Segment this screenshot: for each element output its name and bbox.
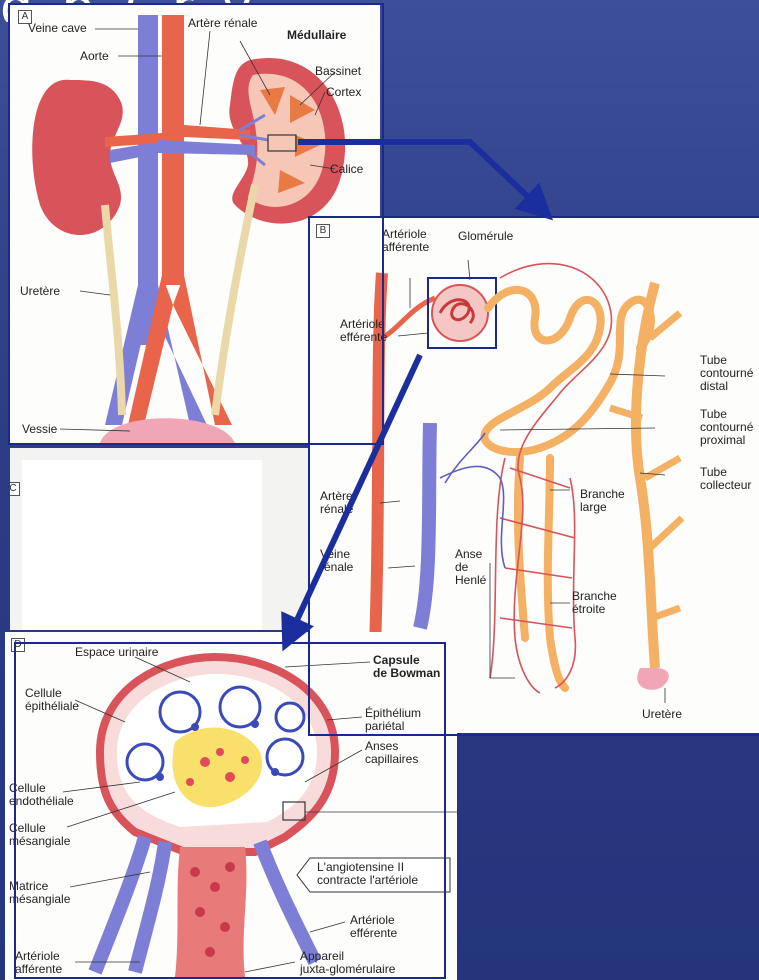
- label-glomerule: Glomérule: [458, 230, 513, 243]
- label-arteriole-afferente-b: Artériole afférente: [382, 228, 429, 254]
- label-anse-henle: Anse de Henlé: [455, 548, 486, 587]
- label-tube-distal: Tube contourné distal: [700, 354, 753, 393]
- label-vessie: Vessie: [22, 423, 57, 436]
- label-veine-cave: Veine cave: [28, 22, 87, 35]
- label-anses-capillaires: Anses capillaires: [365, 740, 418, 766]
- label-veine-renale: Veine rénale: [320, 548, 353, 574]
- label-arteriole-efferente-b: Artériole efférente: [340, 318, 387, 344]
- label-cellule-epitheliale: Cellule épithéliale: [25, 687, 79, 713]
- label-branche-etroite: Branche étroite: [572, 590, 617, 616]
- label-tube-proximal: Tube contourné proximal: [700, 408, 753, 447]
- label-arteriole-afferente-d: Artériole afférente: [15, 950, 62, 976]
- label-angiotensine: L'angiotensine II contracte l'artériole: [317, 861, 418, 887]
- panel-d-glomerulus-detail: D: [5, 632, 457, 980]
- label-uretere-b: Uretère: [642, 708, 682, 721]
- label-artere-renale: Artère rénale: [188, 17, 257, 30]
- panel-c-blank: C: [10, 448, 310, 630]
- label-arteriole-efferente-d: Artériole efférente: [350, 914, 397, 940]
- label-appareil-juxta: Appareil juxta-glomérulaire: [300, 950, 395, 976]
- label-cortex: Cortex: [326, 86, 361, 99]
- label-espace-urinaire: Espace urinaire: [75, 646, 158, 659]
- label-tube-collecteur: Tube collecteur: [700, 466, 751, 492]
- label-cellule-mesangiale: Cellule mésangiale: [9, 822, 70, 848]
- label-calice: Calice: [330, 163, 363, 176]
- label-medullaire: Médullaire: [287, 29, 346, 42]
- label-bassinet: Bassinet: [315, 65, 361, 78]
- label-matrice-mesangiale: Matrice mésangiale: [9, 880, 70, 906]
- label-epithelium-parietal: Épithélium pariétal: [365, 707, 421, 733]
- label-artere-renale-b: Artère rénale: [320, 490, 353, 516]
- label-branche-large: Branche large: [580, 488, 625, 514]
- label-aorte: Aorte: [80, 50, 109, 63]
- panel-c-letter: C: [10, 482, 20, 496]
- label-cellule-endotheliale: Cellule endothéliale: [9, 782, 74, 808]
- label-uretere: Uretère: [20, 285, 60, 298]
- label-capsule-bowman: Capsule de Bowman: [373, 654, 440, 680]
